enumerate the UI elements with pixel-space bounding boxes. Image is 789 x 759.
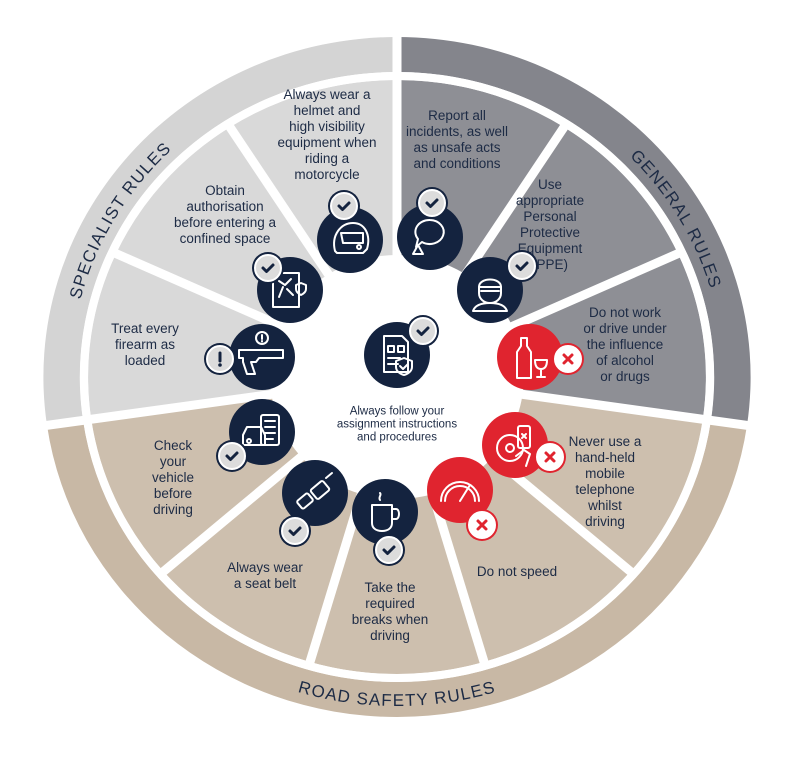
- rule-text-line: hand-held: [574, 450, 636, 465]
- rule-text-line: Use: [537, 177, 562, 192]
- ring-label-road-safety: ROAD SAFETY RULES: [296, 677, 497, 710]
- rule-text-line: as unsafe acts: [413, 140, 501, 155]
- rule-text-line: and procedures: [357, 431, 437, 444]
- rule-text-line: Equipment: [517, 241, 583, 256]
- rule-text-line: (PPE): [531, 257, 568, 272]
- rule-text-line: driving: [370, 628, 410, 643]
- rule-text-line: required: [365, 596, 415, 611]
- rule-text-line: of alcohol: [596, 353, 654, 368]
- rule-text-line: confined space: [179, 231, 271, 246]
- rule-text-line: vehicle: [151, 470, 195, 485]
- rule-text-line: Personal: [523, 209, 577, 224]
- rule-text-line: telephone: [575, 482, 635, 497]
- rule-text-line: Always wear a: [283, 87, 371, 102]
- rule-text-line: Treat every: [111, 321, 179, 336]
- ring-general: [397, 37, 751, 426]
- rule-text-line: authorisation: [186, 199, 264, 214]
- rule-text-line: motorcycle: [294, 167, 360, 182]
- rule-text-line: your: [159, 454, 187, 469]
- rule-text-speed: Do not speed: [477, 564, 557, 580]
- steering-wheel-phone-icon: [482, 412, 548, 478]
- rule-text-line: helmet and: [293, 103, 361, 118]
- rule-text-line: Always follow your: [349, 405, 445, 418]
- ring-label-general: GENERAL RULES: [627, 146, 725, 291]
- rule-text-line: driving: [585, 514, 625, 529]
- rule-text-line: Check: [153, 438, 193, 453]
- rule-text-line: Do not speed: [476, 564, 558, 579]
- rule-text-line: equipment when: [277, 135, 377, 150]
- rule-text-line: mobile: [585, 466, 625, 481]
- rule-text-line: high visibility: [289, 119, 365, 134]
- rule-text-line: assignment instructions: [336, 418, 458, 431]
- rule-text-line: Do not work: [588, 305, 662, 320]
- handgun-icon: [229, 324, 295, 390]
- rule-text-line: Take the: [364, 580, 416, 595]
- rule-text-line: Never use a: [568, 434, 642, 449]
- rule-text-line: before: [153, 486, 193, 501]
- rule-text-line: breaks when: [351, 612, 429, 627]
- rule-text-line: the influence: [586, 337, 664, 352]
- rule-text-line: Obtain: [205, 183, 245, 198]
- rule-text-line: before entering a: [173, 215, 277, 230]
- rule-text-line: Protective: [519, 225, 581, 240]
- rule-text-line: incidents, as well: [405, 124, 509, 139]
- check-badge-icon: [218, 442, 246, 470]
- check-badge-icon: [409, 317, 437, 345]
- rule-text-line: appropriate: [515, 193, 585, 208]
- rule-text-line: loaded: [124, 353, 166, 368]
- check-badge-icon: [508, 252, 536, 280]
- check-badge-icon: [254, 254, 282, 282]
- rule-text-line: Report all: [428, 108, 486, 123]
- cross-badge-icon: [536, 443, 564, 471]
- rule-text-line: Always wear: [227, 560, 303, 575]
- check-badge-icon: [281, 517, 309, 545]
- ring-gap: [79, 72, 715, 682]
- rule-text-line: riding a: [304, 151, 350, 166]
- coffee-mug-icon: [352, 479, 418, 545]
- cross-badge-icon: [468, 511, 496, 539]
- rule-text-line: or drugs: [600, 369, 650, 384]
- rule-text-line: and conditions: [413, 156, 501, 171]
- rule-text-line: driving: [153, 502, 193, 517]
- ring-road: [46, 420, 748, 718]
- rule-text-line: a seat belt: [233, 576, 297, 591]
- check-badge-icon: [375, 536, 403, 564]
- seat-belt-icon: [282, 460, 348, 526]
- bottle-glass-icon: [497, 324, 563, 390]
- cross-badge-icon: [554, 345, 582, 373]
- rule-text-line: whilst: [588, 498, 622, 513]
- ring-specialist: [43, 37, 397, 426]
- ring-label-specialist: SPECIALIST RULES: [66, 138, 175, 301]
- exclamation-badge-icon: [206, 345, 234, 373]
- rule-text-line: or drive under: [583, 321, 667, 336]
- check-badge-icon: [330, 192, 358, 220]
- check-badge-icon: [418, 189, 446, 217]
- rule-text-line: firearm as: [114, 337, 175, 352]
